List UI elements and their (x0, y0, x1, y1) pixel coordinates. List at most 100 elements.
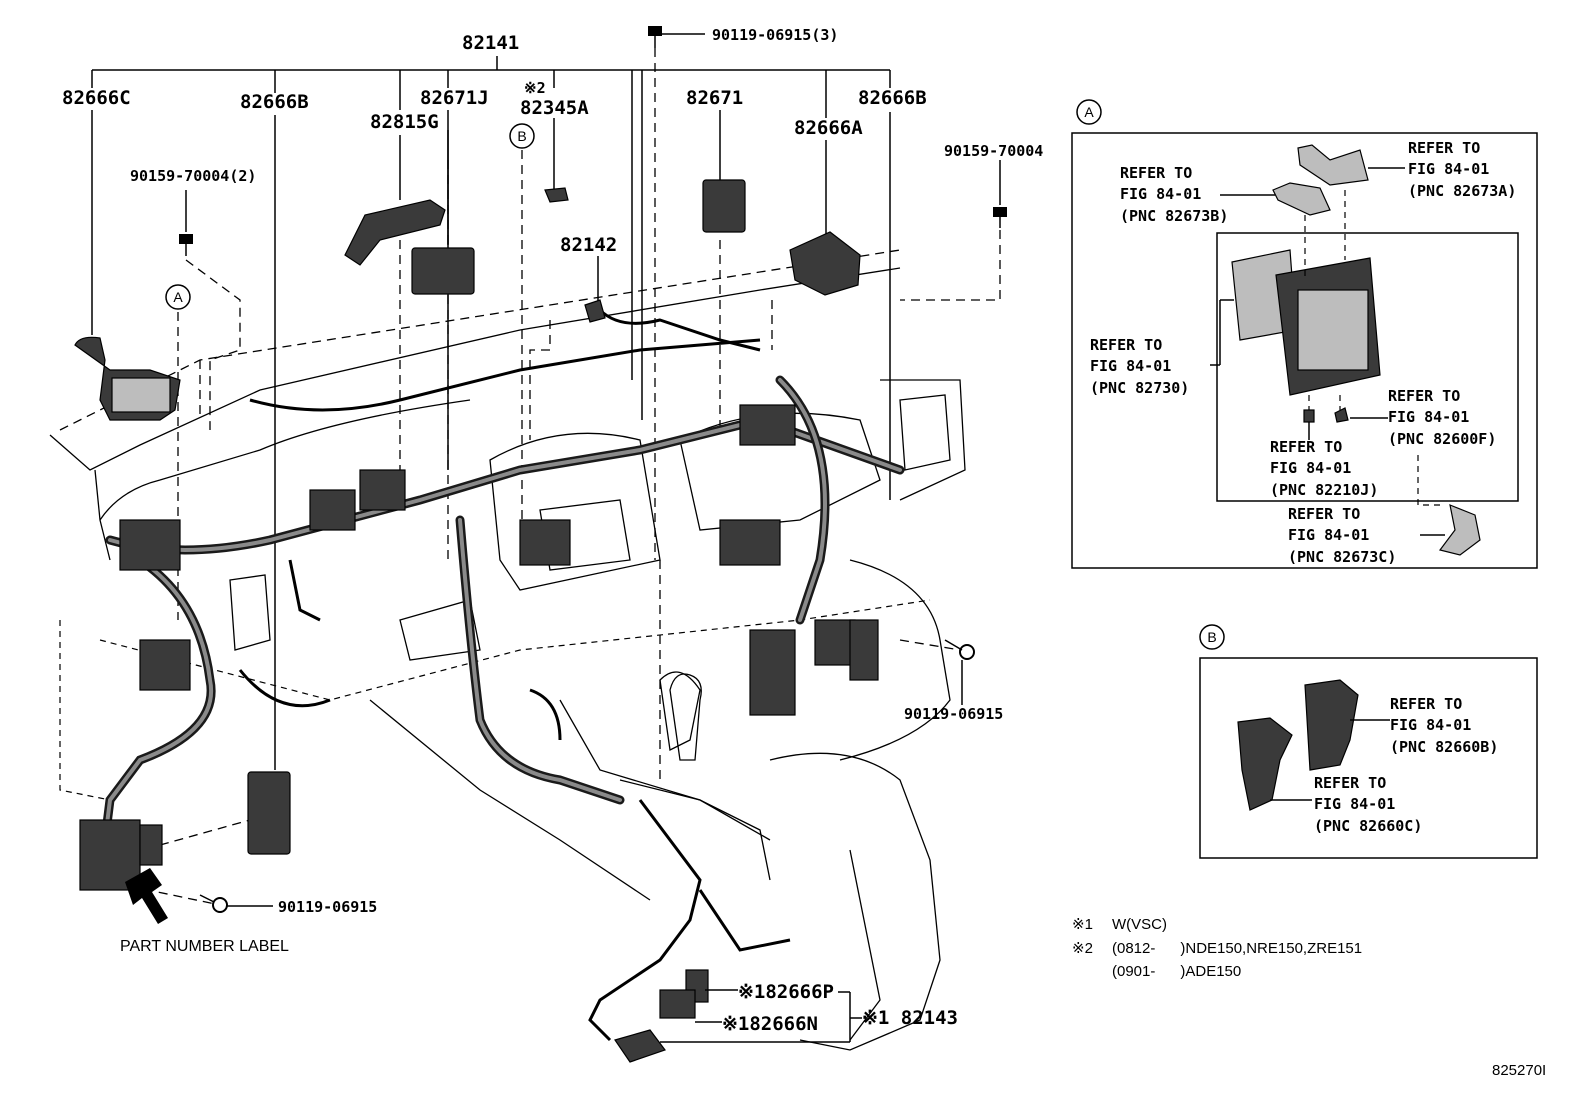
refer-82210j: REFER TO FIG 84-01 (PNC 82210J) (1270, 438, 1378, 499)
svg-text:REFER TO: REFER TO (1120, 164, 1192, 182)
connector-right-side (814, 619, 856, 666)
label-82666p: ※182666P (738, 981, 834, 1003)
refer-82673a: REFER TO FIG 84-01 (PNC 82673A) (1408, 139, 1516, 200)
svg-text:(PNC 82673A): (PNC 82673A) (1408, 182, 1516, 200)
refer-82673c: REFER TO FIG 84-01 (PNC 82673C) (1288, 505, 1396, 566)
svg-text:FIG 84-01: FIG 84-01 (1120, 185, 1201, 203)
note-2-mark: ※2 (1072, 940, 1093, 957)
svg-text:REFER TO: REFER TO (1388, 387, 1460, 405)
svg-text:(PNC 82660C): (PNC 82660C) (1314, 817, 1422, 835)
inset-b: B REFER TO FIG 84-01 (PNC 82660B) REFER … (1199, 624, 1538, 859)
label-82142: 82142 (560, 234, 617, 256)
leader-lines (91, 33, 1001, 907)
refer-82660c: REFER TO FIG 84-01 (PNC 82660C) (1314, 774, 1422, 835)
svg-text:(PNC 82210J): (PNC 82210J) (1270, 481, 1378, 499)
svg-text:REFER TO: REFER TO (1288, 505, 1360, 523)
svg-text:FIG 84-01: FIG 84-01 (1288, 526, 1369, 544)
junction-block-face-inset (1297, 289, 1369, 371)
label-82666b-right: 82666B (858, 87, 927, 109)
label-82815g: 82815G (370, 111, 439, 133)
note2-mark: ※2 (524, 79, 546, 97)
callout-a-main: A (165, 284, 191, 310)
note-1-text: W(VSC) (1112, 916, 1167, 933)
svg-text:FIG 84-01: FIG 84-01 (1090, 357, 1171, 375)
label-82671j: 82671J (420, 87, 489, 109)
cover-82815g (344, 199, 446, 266)
svg-text:FIG 84-01: FIG 84-01 (1270, 459, 1351, 477)
connector-right-lower (719, 519, 781, 566)
svg-text:(PNC 82600F): (PNC 82600F) (1388, 430, 1496, 448)
bracket-82660b (1304, 679, 1359, 771)
part-number-label: PART NUMBER LABEL (120, 938, 289, 955)
callout-b-main: B (509, 123, 535, 149)
bolt-right (993, 207, 1007, 228)
label-82666c: 82666C (62, 87, 131, 109)
label-82143: ※1 82143 (862, 1007, 958, 1029)
refer-82600f: REFER TO FIG 84-01 (PNC 82600F) (1388, 387, 1496, 448)
label-82671: 82671 (686, 87, 743, 109)
label-90119-bottom: 90119-06915 (278, 898, 377, 916)
refer-82730: REFER TO FIG 84-01 (PNC 82730) (1090, 336, 1189, 397)
bolt-left (179, 234, 193, 256)
connector-left-mid (139, 639, 191, 691)
svg-text:(PNC 82673B): (PNC 82673B) (1120, 207, 1228, 225)
block-82666a (789, 231, 861, 296)
svg-text:REFER TO: REFER TO (1090, 336, 1162, 354)
svg-text:REFER TO: REFER TO (1390, 695, 1462, 713)
inset-a: A REFER TO FIG 84-01 (PNC 82673A) (1071, 99, 1538, 569)
connector-right-side-2 (849, 619, 879, 681)
part-82345a (544, 187, 569, 203)
figure-id: 825270I (1492, 1062, 1546, 1079)
bracket-82673a (1297, 144, 1369, 186)
fastener-82600f (1334, 407, 1349, 423)
note-2-text: (0812- )NDE150,NRE150,ZRE151 (1112, 940, 1362, 957)
svg-text:FIG 84-01: FIG 84-01 (1408, 160, 1489, 178)
label-90159-right: 90159-70004 (944, 142, 1043, 160)
label-90119-right: 90119-06915 (904, 705, 1003, 723)
bracket-82141 (91, 56, 891, 420)
fastener-82210j (1303, 409, 1315, 423)
label-82666a: 82666A (794, 117, 863, 139)
svg-text:FIG 84-01: FIG 84-01 (1388, 408, 1469, 426)
connector-left-center (309, 489, 356, 531)
bracket-82673b (1272, 182, 1331, 216)
svg-text:B: B (1207, 629, 1216, 645)
label-82345a: 82345A (520, 97, 589, 119)
bracket-82673c (1438, 504, 1481, 556)
svg-text:(PNC 82673C): (PNC 82673C) (1288, 548, 1396, 566)
svg-text:REFER TO: REFER TO (1408, 139, 1480, 157)
bolt-right-lower (944, 639, 975, 660)
svg-text:(PNC 82660B): (PNC 82660B) (1390, 738, 1498, 756)
shift-knob (669, 673, 702, 761)
components (74, 26, 1007, 1063)
note-1-mark: ※1 (1072, 916, 1093, 933)
svg-text:REFER TO: REFER TO (1270, 438, 1342, 456)
relay-82671j (411, 247, 475, 295)
connector-bottom-left-2 (139, 824, 163, 866)
label-82141: 82141 (462, 32, 519, 54)
relay-82671 (702, 179, 746, 233)
svg-text:FIG 84-01: FIG 84-01 (1314, 795, 1395, 813)
note-3-text: (0901- )ADE150 (1112, 963, 1241, 980)
junction-block-face (111, 377, 171, 413)
svg-text:A: A (173, 289, 183, 305)
connector-left-upper (119, 519, 181, 571)
label-90119-top: 90119-06915(3) (712, 26, 838, 44)
connector-bottom-left (79, 819, 141, 891)
svg-text:B: B (517, 128, 526, 144)
bracket-82660c (1237, 717, 1293, 811)
refer-82660b: REFER TO FIG 84-01 (PNC 82660B) (1390, 695, 1498, 756)
junction-82666b-left (247, 771, 291, 855)
part-82143 (614, 1029, 666, 1063)
svg-text:FIG 84-01: FIG 84-01 (1390, 716, 1471, 734)
part-82142 (584, 299, 606, 323)
svg-text:(PNC 82730): (PNC 82730) (1090, 379, 1189, 397)
svg-text:REFER TO: REFER TO (1314, 774, 1386, 792)
main-part-labels: 82141 90119-06915(3) 82666C 82666B 82671… (62, 26, 1043, 1043)
connector-left-center-2 (359, 469, 406, 511)
bolt-bottom-left (199, 894, 228, 913)
label-82666b-left: 82666B (240, 91, 309, 113)
part-82666n (659, 989, 696, 1019)
part-number-arrow (125, 868, 168, 924)
